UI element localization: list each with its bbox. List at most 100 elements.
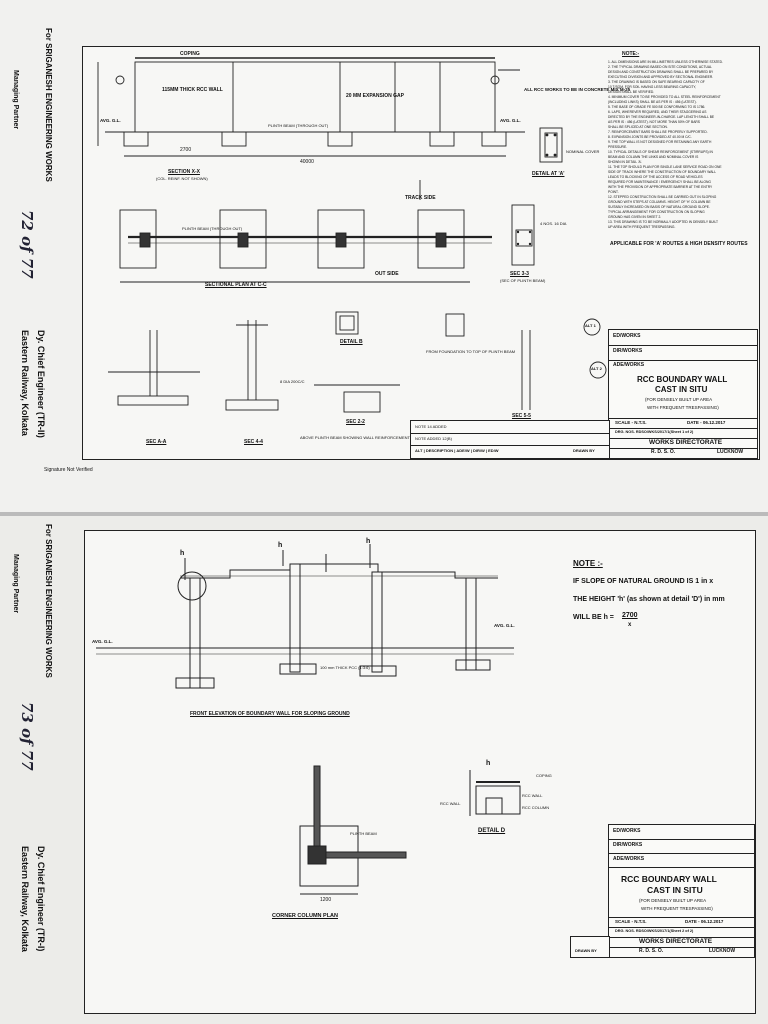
alteration-table: NOTE 14 ADDED NOTE ADDED 12(B) ALT | DES…: [410, 420, 610, 459]
note-line: PRESSURE.: [608, 145, 628, 149]
title-corner-column-plan: CORNER COLUMN PLAN: [272, 913, 338, 919]
note-line: DIRECTED BY THE ENGINEER-IN-CHARGE. LAP …: [608, 115, 715, 119]
sheet2-linework: [96, 544, 521, 895]
tb-drg: DRG. NOS. RDSO/WKS/2017/1(Sheet 1 of 2): [615, 430, 694, 434]
label-h-3: h: [366, 538, 371, 545]
alt1-label: ALT 1: [585, 323, 596, 328]
label-all-rcc: ALL RCC WORKS TO BE IN CONCRETE MIX M-25: [524, 87, 631, 92]
tb-ade: ADE/WORKS: [613, 362, 645, 368]
railway-name: Eastern Railway, Kolkata: [20, 330, 30, 436]
alt-row-1: NOTE ADDED 12(B): [415, 436, 452, 441]
label-nominal-cover: NOMINAL COVER: [566, 149, 600, 154]
note-line: 11. THE TOP SHOULD PLAN FOR SINGLE LANE …: [608, 165, 722, 169]
note-line: 13. THIS DRAWING IS TO BE NORMALLY ADOPT…: [608, 220, 719, 224]
title-sec-33: SEC 3-3: [510, 271, 529, 277]
sheet-divider: [0, 512, 768, 516]
note2-line3b: 2700: [622, 612, 638, 619]
label-rcc-wall-d: RCC WALL: [522, 793, 543, 798]
alt-row-2: NOTE 14 ADDED: [415, 424, 447, 429]
tb2-ade: ADE/WORKS: [613, 856, 645, 862]
label-coping-d: COPING: [536, 773, 552, 778]
tb2-sub1: (FOR DENSELY BUILT UP AREA: [639, 898, 707, 903]
note-line: DESIGN AND CONSTRUCTION DRAWING SHALL BE…: [608, 70, 714, 74]
title-sec-55: SEC 5-5: [512, 413, 531, 419]
tb-directorate: WORKS DIRECTORATE: [649, 439, 723, 446]
drawn-by-2: DRAWN BY: [575, 948, 597, 953]
page-number: 72 of 77: [18, 210, 36, 279]
note-line: GROUND WITH STEPS AT COLUMNS. HEIGHT OF …: [608, 200, 711, 204]
title-front-elevation: FRONT ELEVATION OF BOUNDARY WALL FOR SLO…: [190, 711, 350, 717]
note-line: 6. LAPS, WHEREVER REQUIRED, AND THEIR ST…: [608, 110, 707, 114]
note-line: GROUND HAS GIVEN IN SHEET 2.: [608, 215, 662, 219]
note-line: EXECUTING DIVISION AND APPROVED BY SECTI…: [608, 75, 714, 79]
tb2-scale: SCALE - N.T.S.: [615, 919, 647, 924]
tb2-date: DATE - 06.12.2017: [685, 919, 724, 924]
title-sec-22: SEC 2-2: [346, 419, 365, 425]
title-block-2: ED/WORKS DIR/WORKS ADE/WORKS RCC BOUNDAR…: [608, 824, 755, 958]
tb-ed: ED/WORKS: [613, 333, 641, 339]
label-rcc-wall-d-left: RCC WALL: [440, 801, 461, 806]
tb-sub1: (FOR DENSELY BUILT UP AREA: [645, 397, 713, 402]
note-line: AS PER IS : 456 (LATEST). NOT MORE THAN …: [608, 120, 700, 124]
tb-lucknow: LUCKNOW: [717, 449, 744, 455]
note-line: POINT.: [608, 190, 619, 194]
note-line: BEAM AND COLUMN THE LINKS AND NOMINAL CO…: [608, 155, 699, 159]
note-line: SHALL BE SPLICED AT ONE SECTION.: [608, 125, 668, 129]
subtitle-sec-33: (SEC OF PLINTH BEAM): [500, 278, 546, 283]
tb-title1: RCC BOUNDARY WALL: [637, 375, 728, 384]
title-block: ED/WORKS DIR/WORKS ADE/WORKS RCC BOUNDAR…: [608, 329, 758, 459]
label-out-side: OUT SIDE: [375, 271, 399, 277]
notes-list: 1. ALL DIMENSIONS ARE IN MILLIMETRES UNL…: [608, 60, 756, 230]
tb2-directorate: WORKS DIRECTORATE: [639, 938, 713, 945]
note-line: 5. THE BASE OF GRADE FE 500 BE CONFORMIN…: [608, 105, 706, 109]
note-line: 4. MINIMUM COVER TO BE PROVIDED TO ALL S…: [608, 95, 721, 99]
title-detail-a: DETAIL AT 'A': [532, 171, 565, 177]
tb2-sub2: WITH FREQUENT TRESPASSING): [641, 906, 713, 911]
note-line: TYPICAL ARRANGEMENT FOR CONSTRUCTION ON …: [608, 210, 705, 214]
alt-header: ALT | DESCRIPTION | ADE/W | DIR/W | ED/W: [415, 448, 499, 453]
label-dia8: 8 DIA 200C/C: [280, 379, 305, 384]
label-dim-40000: 40000: [300, 159, 314, 165]
label-rcc-column-d: RCC COLUMN: [522, 805, 550, 810]
note2-line3c: x: [628, 622, 632, 628]
note-line: SIDE OF TRACK WHERE THE CONSTRUCTION OF …: [608, 170, 717, 174]
note-line: 2. THE TYPICAL DRAWING BASED ON SITE CON…: [608, 65, 712, 69]
label-pcc-thick: 100 mm THICK PCC (1:3:6): [320, 665, 370, 670]
label-wall-115: 115MM THICK RCC WALL: [162, 87, 223, 93]
label-dim-2700: 2700: [180, 147, 192, 153]
note-line: WITH THE PROVISION OF APPROPRIATE BARRIE…: [608, 185, 713, 189]
label-nos16: 4 NOS. 16 DIA: [540, 221, 567, 226]
label-h-2: h: [278, 542, 283, 549]
label-avg-gl-3: AVG. G.L.: [92, 639, 113, 644]
note2-line3a: WILL BE h =: [573, 614, 614, 621]
officer-title-2: Dy. Chief Engineer (TR-I): [36, 846, 46, 952]
tb-date: DATE - 06.12.2017: [687, 420, 726, 425]
drawn-by-1: DRAWN BY: [573, 448, 595, 453]
note-line: DESIGN SHALL BE VERIFIED.: [608, 90, 655, 94]
subtitle-sec-22: ABOVE PLINTH BEAM SHOWING WALL REINFORCE…: [300, 435, 410, 440]
note2-line1: IF SLOPE OF NATURAL GROUND IS 1 in x: [573, 578, 714, 585]
label-plinth-beam-elev: PLINTH BEAM (THROUGH OUT): [268, 123, 329, 128]
tb-sub2: WITH FREQUENT TRESPASSING): [647, 405, 719, 410]
note-line: SHOWN IN DETAIL 'A'.: [608, 160, 643, 164]
tb-rdso: R. D. S. O.: [651, 449, 676, 455]
label-avg-gl-2: AVG. G.L.: [500, 118, 521, 123]
tb2-rdso: R. D. S. O.: [639, 948, 664, 954]
officer-title: Dy. Chief Engineer (TR-II): [36, 330, 46, 438]
drawn-by-box-2: DRAWN BY: [570, 936, 610, 958]
note-line: SUITABLY INCREASED ON BASIS OF NATURAL G…: [608, 205, 710, 209]
label-plinth-beam-plan: PLINTH BEAM (THROUGH OUT): [182, 226, 243, 231]
railway-name-2: Eastern Railway, Kolkata: [20, 846, 30, 952]
label-avg-gl-1: AVG. G.L.: [100, 118, 121, 123]
note-line: UP AREA WITH FREQUENT TRESPASSING.: [608, 225, 676, 229]
drawing-sheet-1: For SRIGANESH ENGINEERING WORKS Managing…: [0, 0, 768, 512]
tb2-drg: DRG. NOS. RDSO/WKS/2017/1(Sheet 2 of 2): [615, 929, 694, 933]
note2-line2: THE HEIGHT 'h' (as shown at detail 'D') …: [573, 596, 725, 603]
note-line: (INCLUDING LINKS) SHALL BE AS PER IS : 4…: [608, 100, 697, 104]
note2-title: NOTE :-: [573, 559, 603, 568]
note-line: LEADS TO BLOCKING OF THE ACCESS OF ROAD …: [608, 175, 703, 179]
title-detail-d: DETAIL D: [478, 828, 506, 834]
tb2-lucknow: LUCKNOW: [709, 948, 736, 954]
applicable-note: APPLICABLE FOR 'A' ROUTES & HIGH DENSITY…: [610, 241, 748, 247]
note-line: 7. REINFORCEMENT BARS SHALL BE PROPERLY …: [608, 130, 708, 134]
